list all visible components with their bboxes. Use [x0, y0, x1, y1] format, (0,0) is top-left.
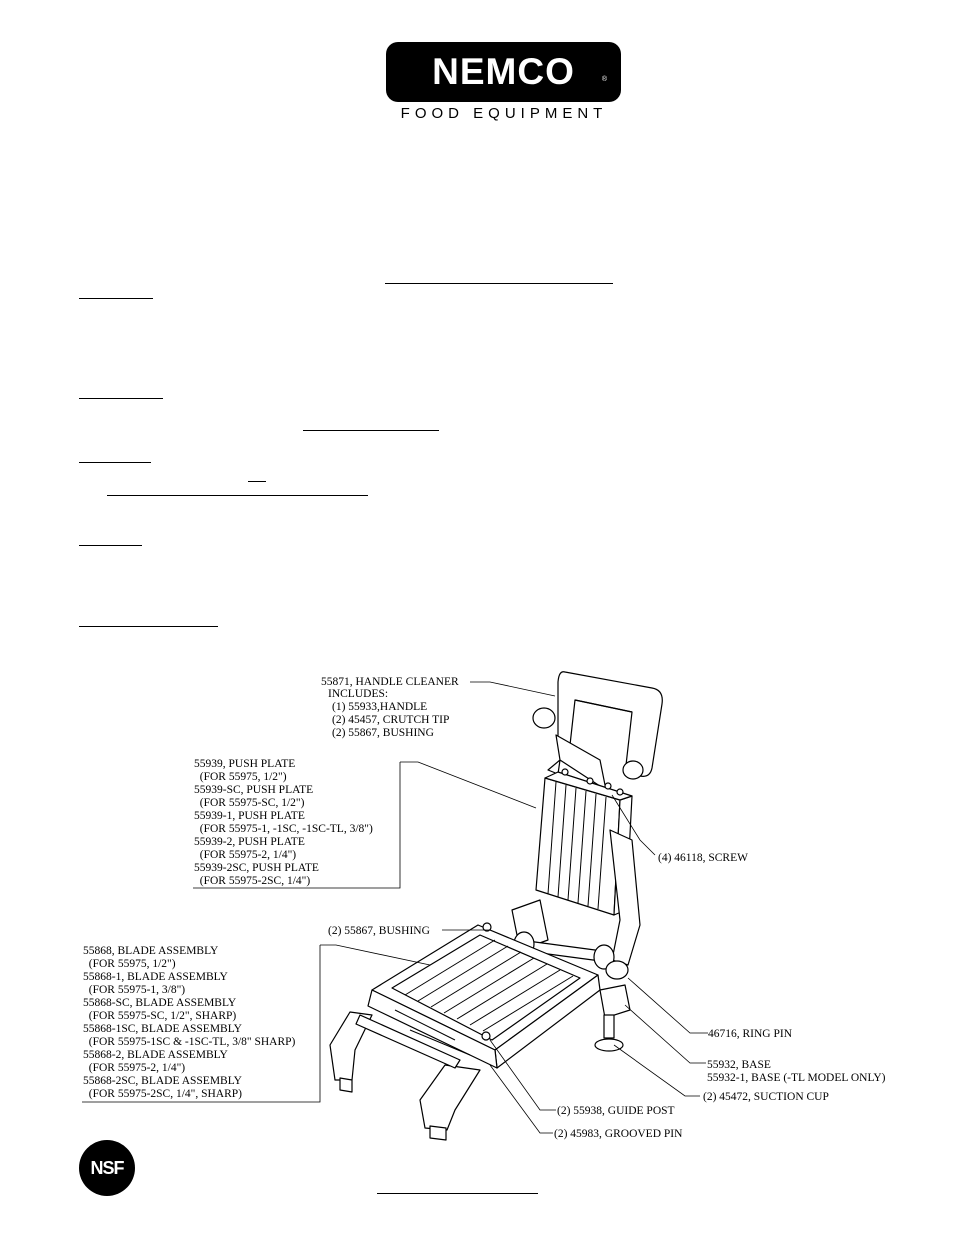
label-blade-assembly: (FOR 55975-SC, 1/2", SHARP)	[83, 1010, 236, 1022]
label-push-plate: (FOR 55975, 1/2")	[194, 771, 287, 783]
handle	[557, 671, 663, 777]
label-blade-assembly: (FOR 55975-2, 1/4")	[83, 1062, 185, 1074]
label-blade-assembly: (FOR 55975-1SC & -1SC-TL, 3/8" SHARP)	[83, 1036, 296, 1048]
inline-underline-2	[248, 481, 266, 482]
logo-wordmark: NEMCO	[432, 51, 575, 92]
label-blade-assembly: (FOR 55975, 1/2")	[83, 958, 176, 970]
title-underline	[385, 283, 613, 284]
slicer-illustration	[329, 671, 663, 1141]
label-blade-assembly: 55868-1SC, BLADE ASSEMBLY	[83, 1023, 243, 1035]
label-push-plate: (FOR 55975-SC, 1/2")	[194, 797, 305, 809]
label-push-plate: 55939, PUSH PLATE	[194, 758, 295, 770]
push-plate	[535, 777, 621, 916]
parts-drawing: 55871, HANDLE CLEANER INCLUDES: (1) 5593…	[82, 671, 886, 1141]
label-ring-pin: 46716, RING PIN	[708, 1028, 793, 1040]
label-guide-post: (2) 55938, GUIDE POST	[557, 1105, 675, 1117]
label-push-plate: 55939-1, PUSH PLATE	[194, 810, 305, 822]
logo-tagline: FOOD EQUIPMENT	[400, 105, 608, 122]
label-push-plate: (FOR 55975-2SC, 1/4")	[194, 875, 310, 887]
label-push-plate: (FOR 55975-1, -1SC, -1SC-TL, 3/8")	[194, 823, 373, 835]
label-blade-assembly: 55868-1, BLADE ASSEMBLY	[83, 971, 229, 983]
label-push-plate: (FOR 55975-2, 1/4")	[194, 849, 296, 861]
label-includes-item: (2) 55867, BUSHING	[332, 727, 434, 739]
inline-underline-1	[303, 430, 439, 431]
label-bushing: (2) 55867, BUSHING	[328, 925, 430, 937]
suction-cup	[603, 1014, 615, 1039]
base-legs	[329, 1011, 373, 1081]
leader-lines	[82, 681, 708, 1134]
section-underline-5	[79, 626, 218, 627]
inline-underline-3	[107, 495, 368, 496]
frame-upright	[609, 829, 641, 966]
label-suction-cup: (2) 45472, SUCTION CUP	[703, 1091, 829, 1103]
label-push-plate: 55939-2, PUSH PLATE	[194, 836, 305, 848]
label-blade-assembly: 55868-2SC, BLADE ASSEMBLY	[83, 1075, 243, 1087]
nsf-text: NSF	[90, 1157, 125, 1178]
label-blade-assembly: 55868-2, BLADE ASSEMBLY	[83, 1049, 229, 1061]
label-blade-assembly: 55868, BLADE ASSEMBLY	[83, 945, 219, 957]
handle-tip-right	[622, 760, 644, 780]
label-blade-assembly: (FOR 55975-2SC, 1/4", SHARP)	[83, 1088, 242, 1100]
section-underline-2	[79, 398, 163, 399]
label-base: 55932, BASE	[707, 1059, 771, 1071]
label-includes-item: (1) 55933,HANDLE	[332, 701, 427, 713]
section-underline-1	[79, 298, 153, 299]
label-includes: INCLUDES:	[328, 688, 388, 700]
label-handle-cleaner: 55871, HANDLE CLEANER	[321, 676, 459, 688]
nsf-certification-mark: NSF	[79, 1140, 135, 1196]
footer-underline	[377, 1193, 538, 1194]
ring-pin	[605, 960, 629, 980]
registered-mark: ®	[601, 76, 607, 83]
label-screw: (4) 46118, SCREW	[658, 852, 748, 864]
handle-tip-left	[532, 707, 556, 729]
nemco-logo: NEMCO ®	[386, 42, 621, 102]
label-base-tl: 55932-1, BASE (-TL MODEL ONLY)	[707, 1072, 886, 1084]
label-push-plate: 55939-SC, PUSH PLATE	[194, 784, 313, 796]
section-underline-3	[79, 462, 151, 463]
section-underline-4	[79, 545, 142, 546]
label-blade-assembly: (FOR 55975-1, 3/8")	[83, 984, 185, 996]
label-grooved-pin: (2) 45983, GROOVED PIN	[554, 1128, 683, 1140]
label-blade-assembly: 55868-SC, BLADE ASSEMBLY	[83, 997, 237, 1009]
label-push-plate: 55939-2SC, PUSH PLATE	[194, 862, 319, 874]
label-includes-item: (2) 45457, CRUTCH TIP	[332, 714, 449, 726]
